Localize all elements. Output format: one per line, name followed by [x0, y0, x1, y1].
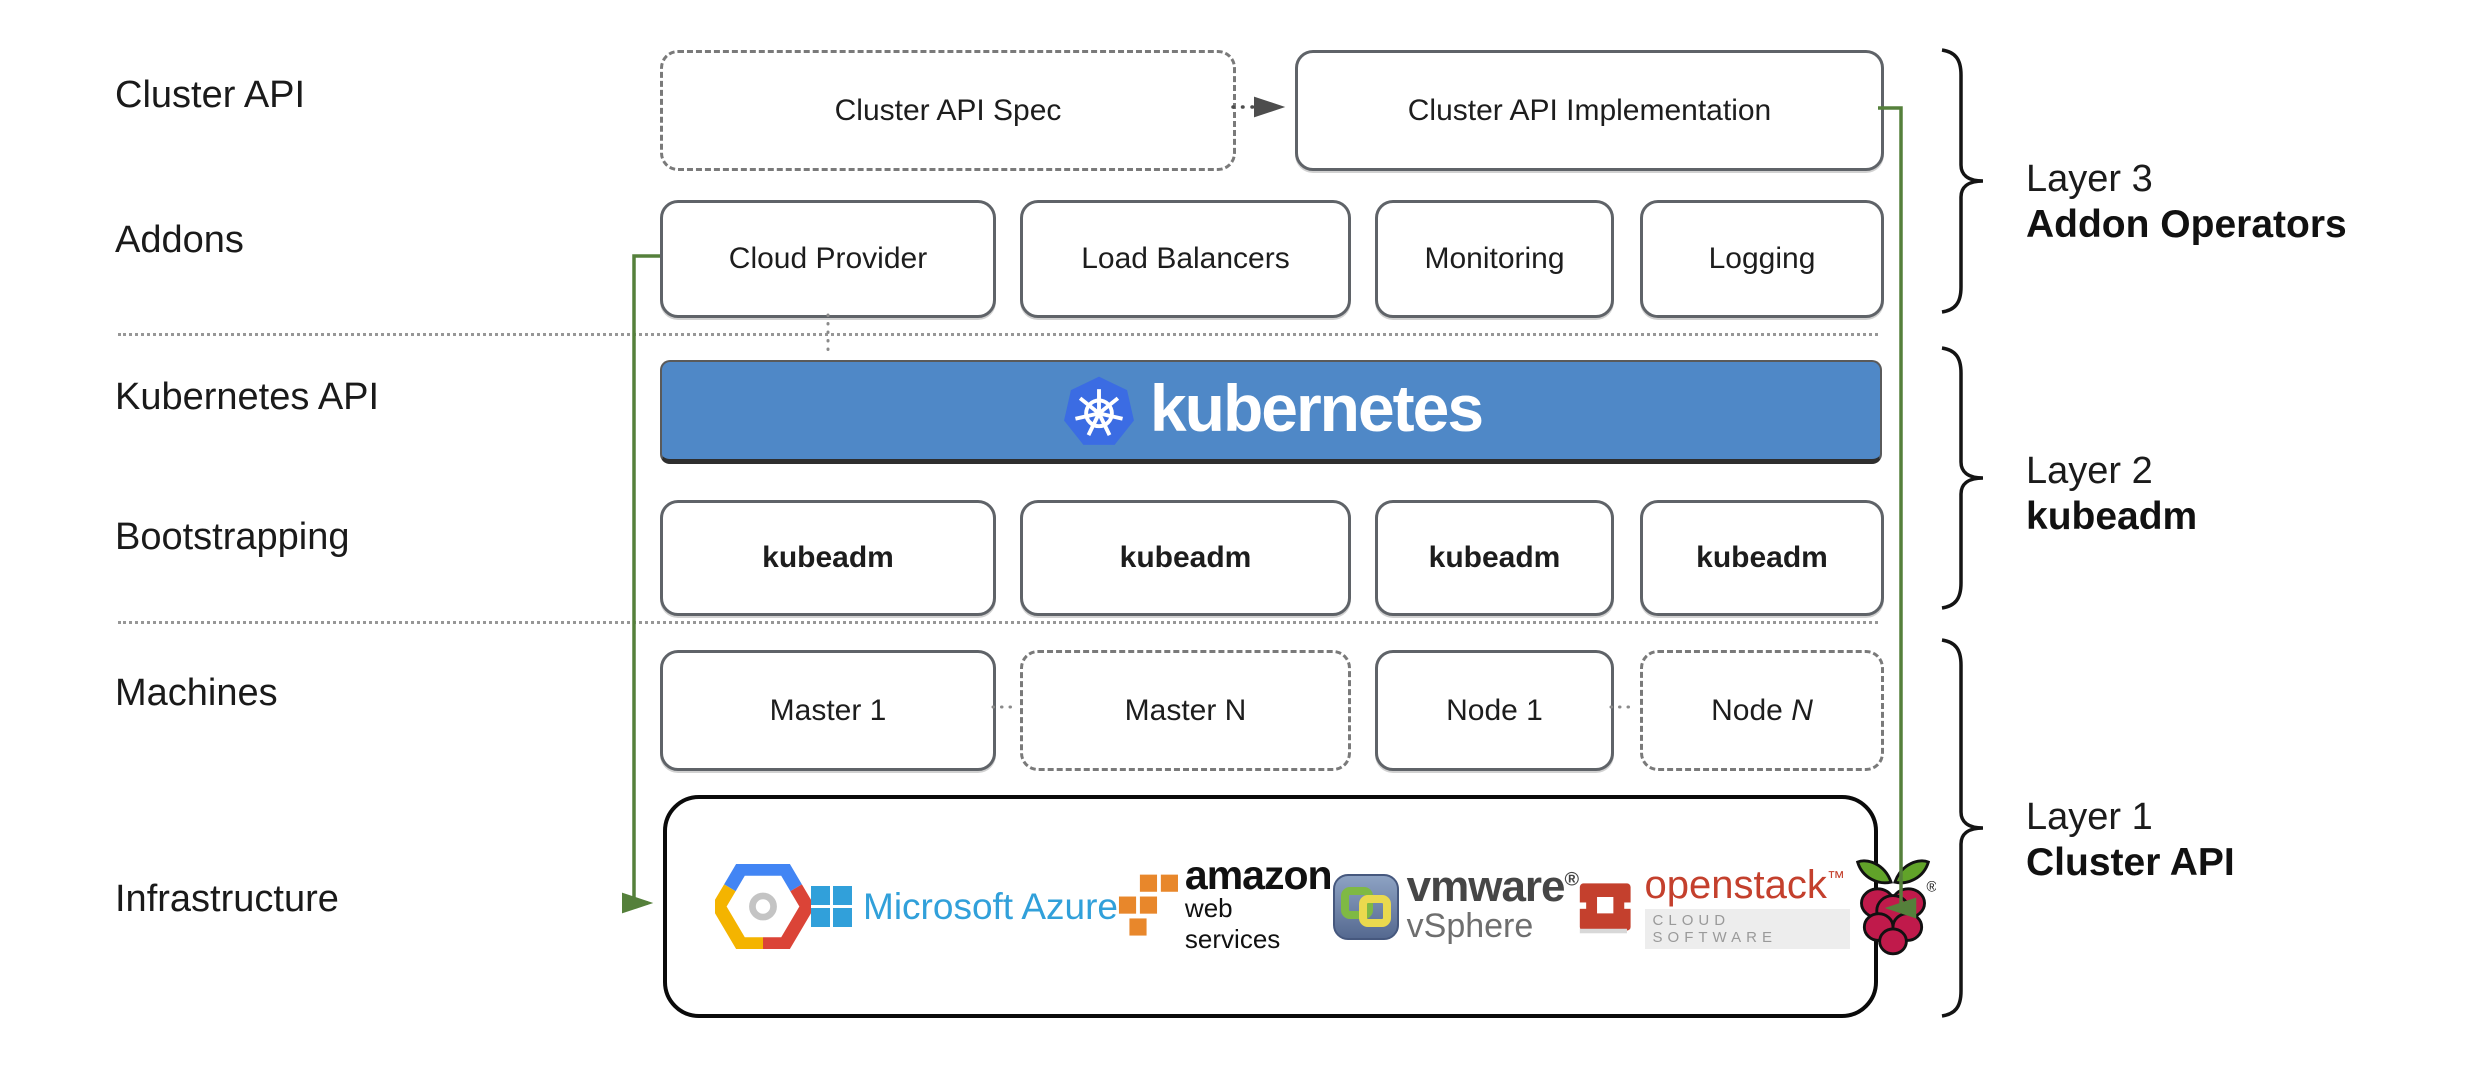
openstack-wordmark: openstack™ — [1644, 862, 1845, 907]
row-label-cluster-api: Cluster API — [115, 74, 306, 116]
machine-box-node-1: Node 1 — [1375, 650, 1614, 771]
microsoft-azure-logo: Microsoft Azure — [811, 885, 1118, 928]
raspberry-pi-icon: ® — [1856, 858, 1937, 955]
kubeadm-box-4: kubeadm — [1640, 500, 1884, 616]
google-cloud-logo — [715, 864, 811, 949]
kubernetes-wordmark: kubernetes — [1149, 370, 1484, 445]
row-label-addons: Addons — [115, 219, 244, 261]
cluster-api-implementation-box: Cluster API Implementation — [1295, 50, 1884, 171]
cloud-software-text: CLOUD SOFTWARE — [1644, 908, 1851, 949]
layer-2-label: Layer 2 kubeadm — [2026, 448, 2197, 540]
openstack-trademark: ™ — [1826, 867, 1845, 888]
layer-1-title: Layer 1 — [2026, 796, 2153, 838]
layer-3-brace — [1941, 48, 1984, 314]
kubeadm-label: kubeadm — [1696, 541, 1828, 574]
divider-bootstrapping-machines — [118, 621, 1878, 624]
openstack-cube-icon — [1578, 882, 1633, 933]
vsphere-text: vSphere — [1406, 906, 1534, 945]
addon-box-cloud-provider: Cloud Provider — [660, 200, 996, 318]
vmware-icon — [1332, 873, 1399, 940]
divider-addons-kubernetes — [118, 333, 1878, 336]
kubeadm-box-1: kubeadm — [660, 500, 996, 616]
machine-box-master-n: Master N — [1020, 650, 1351, 771]
logging-label: Logging — [1708, 242, 1816, 275]
node-n-italic-n: N — [1791, 693, 1813, 727]
aws-boxes-icon — [1117, 872, 1179, 937]
row-label-kubernetes-api: Kubernetes API — [115, 376, 380, 418]
cluster-api-spec-box: Cluster API Spec — [660, 50, 1236, 171]
addon-box-load-balancers: Load Balancers — [1020, 200, 1351, 318]
layer-1-label: Layer 1 Cluster API — [2026, 794, 2235, 886]
kubernetes-banner: kubernetes — [660, 360, 1882, 464]
monitoring-label: Monitoring — [1424, 242, 1565, 275]
addon-box-monitoring: Monitoring — [1375, 200, 1614, 318]
row-label-machines: Machines — [115, 672, 278, 714]
layer-1-brace — [1941, 638, 1984, 1018]
layer-3-title: Layer 3 — [2026, 158, 2153, 200]
node-n-label: Node — [1711, 693, 1783, 727]
kubeadm-box-3: kubeadm — [1375, 500, 1614, 616]
master-1-label: Master 1 — [769, 693, 887, 727]
layer-2-title: Layer 2 — [2026, 450, 2153, 492]
cluster-api-implementation-label: Cluster API Implementation — [1407, 93, 1772, 127]
cloud-provider-label: Cloud Provider — [728, 242, 928, 275]
azure-wordmark: Microsoft Azure — [863, 885, 1118, 927]
layer-3-subtitle: Addon Operators — [2026, 203, 2347, 246]
vmware-wordmark: vmware® — [1406, 862, 1580, 912]
google-cloud-icon — [715, 864, 811, 949]
microsoft-squares-icon — [811, 885, 852, 927]
layer-3-label: Layer 3 Addon Operators — [2026, 156, 2347, 248]
layer-2-subtitle: kubeadm — [2026, 495, 2198, 538]
kubeadm-box-2: kubeadm — [1020, 500, 1351, 616]
cluster-api-spec-label: Cluster API Spec — [834, 93, 1062, 127]
row-label-bootstrapping: Bootstrapping — [115, 516, 350, 558]
green-arrow-cloud-provider-to-infrastructure — [621, 254, 660, 914]
master-n-label: Master N — [1124, 693, 1247, 727]
raspberry-pi-logo: ® — [1850, 852, 1936, 962]
addon-box-logging: Logging — [1640, 200, 1884, 318]
machine-box-master-1: Master 1 — [660, 650, 996, 771]
machine-box-node-n: Node N — [1640, 650, 1884, 771]
kubeadm-label: kubeadm — [1428, 541, 1561, 574]
layer-1-subtitle: Cluster API — [2026, 841, 2235, 884]
aws-logo: amazon web services — [1117, 852, 1333, 955]
amazon-wordmark: amazon — [1184, 852, 1333, 899]
node-1-label: Node 1 — [1446, 693, 1543, 727]
layer-2-brace — [1941, 346, 1984, 610]
web-services-text: web services — [1184, 892, 1281, 954]
kubeadm-label: kubeadm — [762, 541, 894, 574]
infrastructure-box: Microsoft Azure amazon web services — [663, 795, 1936, 1018]
row-label-infrastructure: Infrastructure — [115, 878, 339, 920]
load-balancers-label: Load Balancers — [1081, 242, 1290, 275]
vmware-registered-mark: ® — [1564, 868, 1580, 891]
openstack-logo: openstack™ CLOUD SOFTWARE — [1578, 862, 1851, 949]
vmware-vsphere-logo: vmware® vSphere — [1332, 862, 1580, 946]
kubernetes-logo-icon — [1063, 376, 1134, 445]
kubeadm-label: kubeadm — [1119, 541, 1252, 574]
rpi-registered-mark: ® — [1927, 879, 1937, 895]
